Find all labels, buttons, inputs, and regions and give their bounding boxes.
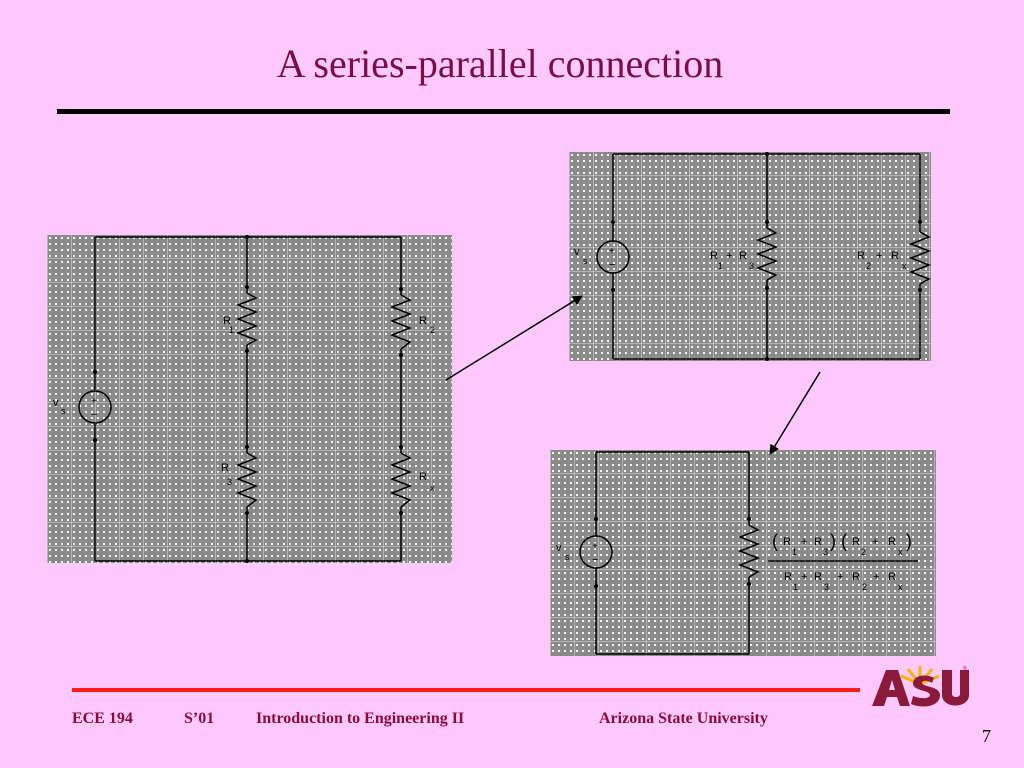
slide-title: A series-parallel connection <box>276 41 724 86</box>
source-plus: + <box>91 396 97 407</box>
denominator-plus-3: + <box>873 571 879 583</box>
footer-course-title: Introduction to Engineering II <box>256 710 465 727</box>
r3-label: R <box>221 462 229 474</box>
r2-label: R <box>419 315 427 327</box>
numerator-close-paren-1: ) <box>830 531 836 551</box>
source-subscript: s <box>565 552 570 562</box>
right-branch-rx: R <box>891 250 899 262</box>
r2-subscript: 2 <box>430 325 435 335</box>
footer-divider <box>72 688 860 692</box>
numerator-rx-sub: x <box>898 547 903 557</box>
r1-label: R <box>223 315 231 327</box>
source-plus: + <box>609 246 615 257</box>
source-subscript: s <box>583 256 588 266</box>
source-label: v <box>53 397 59 409</box>
r3-subscript: 3 <box>227 477 232 487</box>
source-minus: − <box>592 554 598 566</box>
numerator-r3: R <box>814 536 822 548</box>
numerator-r1-sub: 1 <box>792 547 797 557</box>
arrow-to-combined <box>445 295 583 381</box>
denominator-r2-sub: 2 <box>862 582 867 592</box>
footer-term: S’01 <box>184 710 215 727</box>
source-label: v <box>556 542 562 554</box>
right-branch-plus: + <box>876 250 882 262</box>
denominator-plus-1: + <box>801 571 807 583</box>
denominator-r3-sub: 3 <box>824 582 829 592</box>
source-minus: − <box>91 409 97 421</box>
numerator-open-paren-1: ( <box>772 531 778 551</box>
denominator-rx: R <box>888 571 896 583</box>
numerator-r1: R <box>783 536 791 548</box>
page-number: 7 <box>982 726 991 746</box>
circuit-original-panel: + − v s R 1 R 3 R 2 R x <box>47 235 452 563</box>
left-branch-r1: R <box>710 250 718 262</box>
footer-course: ECE 194 <box>72 710 133 727</box>
numerator-open-paren-2: ( <box>841 531 847 551</box>
circuit-combined-diagram: + − v s R 1 + R 3 R 2 + R x <box>574 152 932 361</box>
source-minus: − <box>609 259 615 271</box>
logo-trademark: ® <box>963 665 967 672</box>
denominator-r1-sub: 1 <box>793 582 798 592</box>
circuit-combined-panel: + − v s R 1 + R 3 R 2 + R x <box>569 152 932 361</box>
left-branch-r1-sub: 1 <box>718 261 723 271</box>
numerator-close-paren-2: ) <box>906 531 912 551</box>
denominator-r1: R <box>784 571 792 583</box>
left-branch-plus: + <box>726 250 732 262</box>
left-branch-r3: R <box>739 250 747 262</box>
denominator-r3: R <box>814 571 822 583</box>
numerator-r2-sub: 2 <box>861 547 866 557</box>
title-divider <box>57 109 950 114</box>
circuit-equivalent-panel: + − v s ( R 1 + R 3 ) ( R 2 + R x ) R 1 … <box>550 450 936 656</box>
source-plus: + <box>592 541 598 552</box>
numerator-plus-1: + <box>801 536 807 548</box>
numerator-rx: R <box>888 536 896 548</box>
numerator-r2: R <box>852 536 860 548</box>
arrow-to-equivalent <box>769 371 821 455</box>
source-label: v <box>574 246 580 258</box>
right-branch-rx-sub: x <box>902 261 907 271</box>
r1-subscript: 1 <box>229 325 234 335</box>
footer-university: Arizona State University <box>599 710 768 727</box>
rx-label: R <box>419 471 427 483</box>
numerator-plus-2: + <box>872 536 878 548</box>
denominator-plus-2: + <box>837 571 843 583</box>
asu-logo: ® <box>872 665 969 707</box>
circuit-original-diagram: + − v s R 1 R 3 R 2 R x <box>53 235 435 563</box>
left-branch-r3-sub: 3 <box>749 261 754 271</box>
denominator-r2: R <box>852 571 860 583</box>
right-branch-r2-sub: 2 <box>866 261 871 271</box>
rx-subscript: x <box>430 483 435 493</box>
right-branch-r2: R <box>857 250 865 262</box>
source-subscript: s <box>61 406 66 416</box>
numerator-r3-sub: 3 <box>823 547 828 557</box>
denominator-rx-sub: x <box>898 582 903 592</box>
circuit-equivalent-diagram: + − v s ( R 1 + R 3 ) ( R 2 + R x ) R 1 … <box>556 451 918 655</box>
